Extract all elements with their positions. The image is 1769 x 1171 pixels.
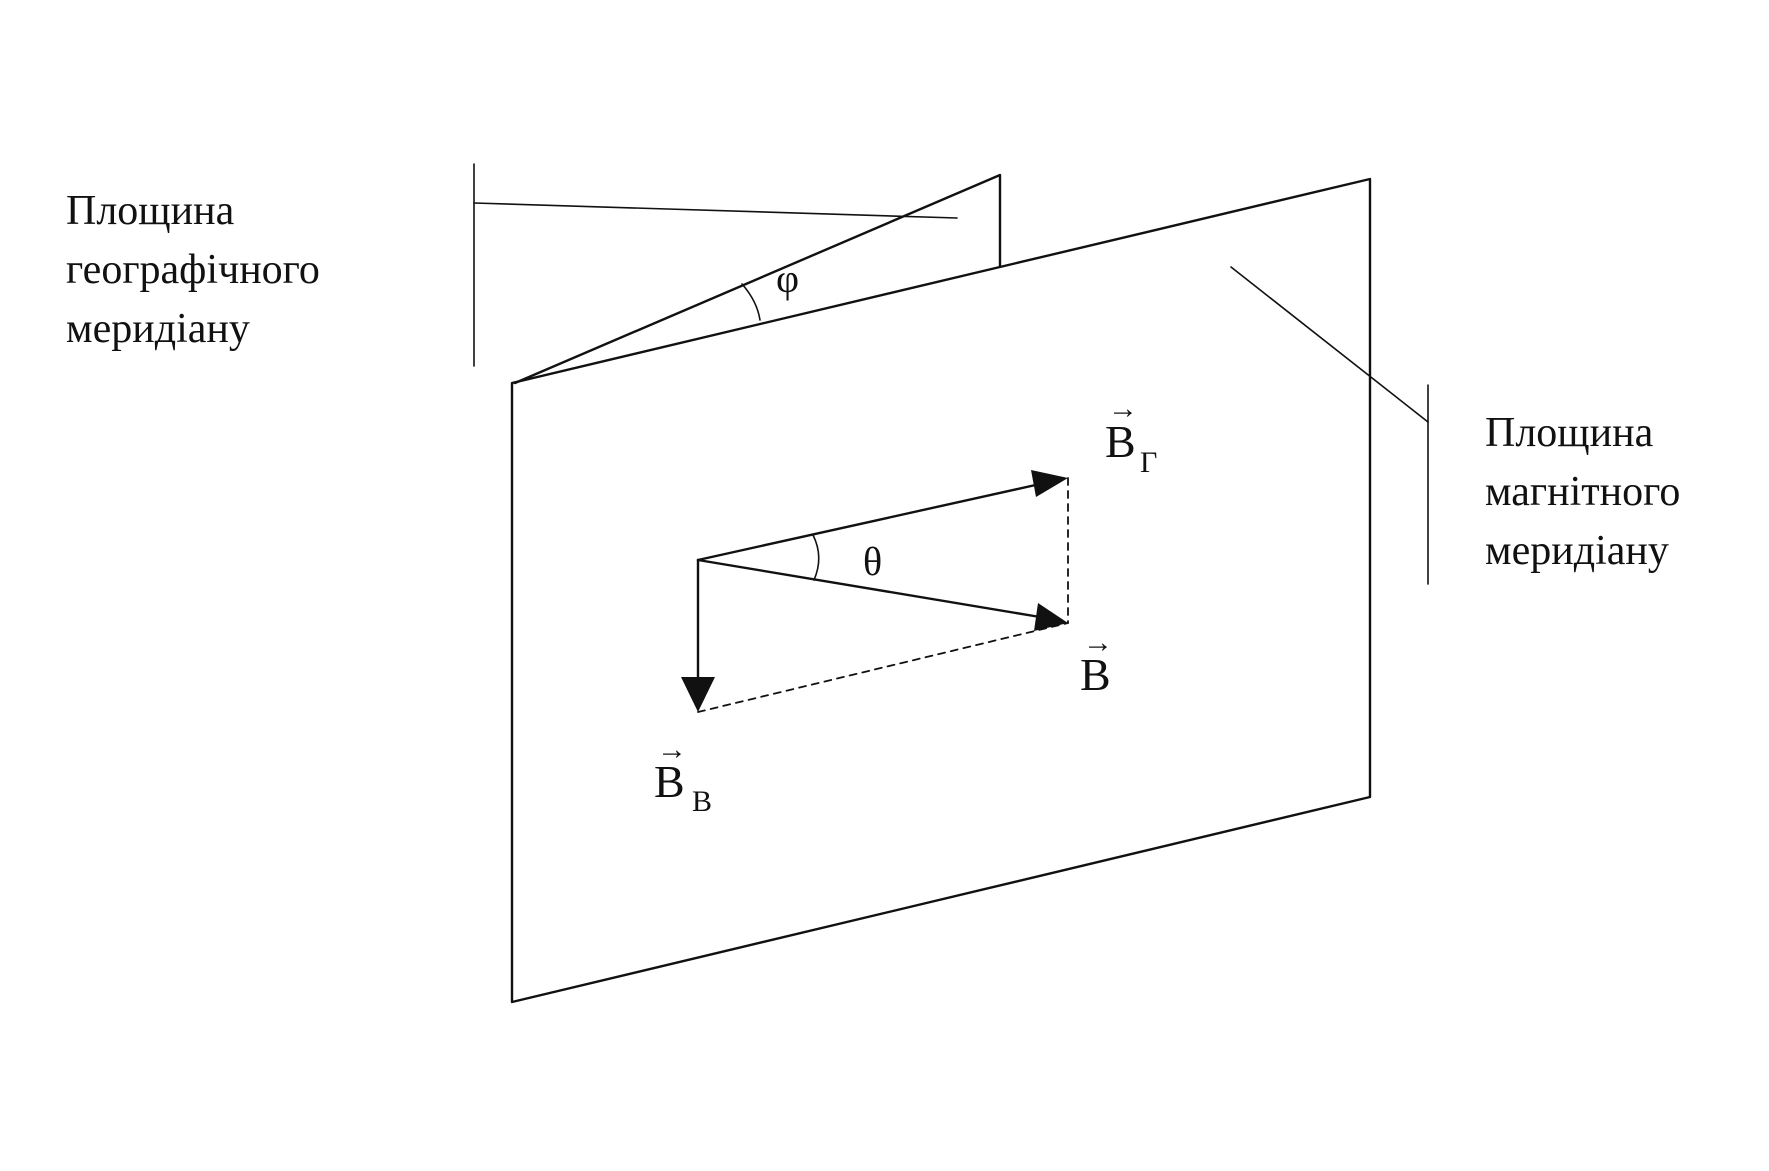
phi-symbol: φ xyxy=(776,256,799,301)
geographic-plane-leader xyxy=(473,163,958,367)
bg-label-symbol: B xyxy=(1105,416,1136,467)
b-label-arrow: → xyxy=(1083,626,1113,659)
magnetic-plane-label: Площина магнітного меридіану xyxy=(1485,410,1680,574)
bv-label-symbol: B xyxy=(654,756,685,807)
bv-arrowhead xyxy=(681,677,715,712)
geographic-plane-edges xyxy=(513,173,1002,385)
diagonal-dashed-line xyxy=(697,622,1069,713)
magnetic-plane-outline xyxy=(510,177,1372,1004)
bv-label: → B В xyxy=(654,733,712,818)
theta-angle: θ xyxy=(812,534,882,584)
magnetic-plane-leader xyxy=(1230,266,1429,585)
bv-label-subscript: В xyxy=(692,785,712,818)
theta-symbol: θ xyxy=(863,539,882,584)
b-vector-line xyxy=(696,558,1042,619)
phi-arc xyxy=(741,283,761,321)
bv-label-arrow: → xyxy=(657,733,687,766)
b-label-symbol: B xyxy=(1080,649,1111,700)
bg-label-subscript: Г xyxy=(1140,446,1157,479)
bg-label: → B Г xyxy=(1105,392,1157,479)
geographic-leader-line xyxy=(473,202,958,219)
magnetic-meridian-plane xyxy=(510,177,1372,1004)
magnetic-label-line-1: Площина xyxy=(1485,410,1654,456)
bg-arrowhead xyxy=(1031,470,1068,497)
theta-arc xyxy=(812,534,820,581)
phi-angle: φ xyxy=(741,256,799,321)
magnetic-label-line-3: меридіану xyxy=(1485,528,1669,574)
geographic-plane-label: Площина географічного меридіану xyxy=(66,188,320,352)
b-arrowhead xyxy=(1034,603,1068,631)
geographic-label-line-3: меридіану xyxy=(66,306,250,352)
bg-label-arrow: → xyxy=(1108,392,1138,425)
magnetic-label-line-2: магнітного xyxy=(1485,469,1680,515)
magnetic-leader-line xyxy=(1230,266,1429,423)
bg-vector-line xyxy=(696,482,1042,562)
geographic-label-line-2: географічного xyxy=(66,247,320,293)
geographic-meridian-plane xyxy=(513,173,1002,385)
b-label: → B xyxy=(1080,626,1113,700)
vectors xyxy=(681,470,1069,713)
geographic-label-line-1: Площина xyxy=(66,188,235,234)
